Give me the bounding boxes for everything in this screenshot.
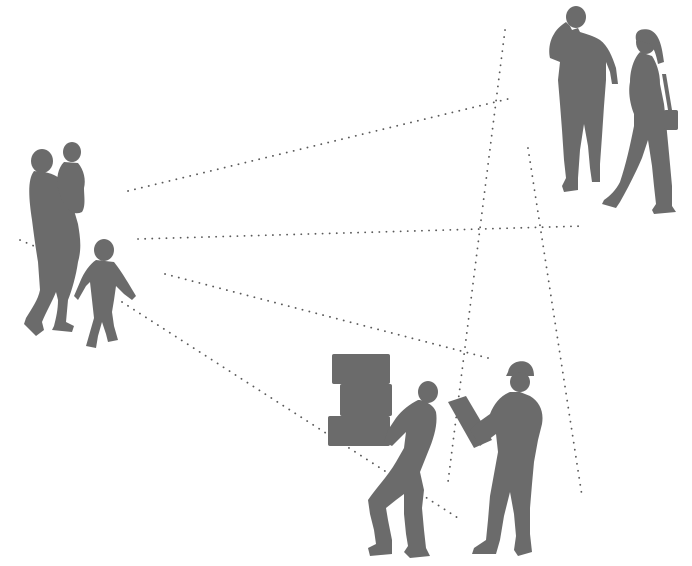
family-group — [24, 142, 136, 348]
box-bottom — [328, 416, 390, 446]
man-body — [549, 22, 618, 192]
worker-carrying-boxes-silhouette — [328, 354, 438, 558]
inspector-head — [510, 372, 530, 392]
inspector-body — [470, 392, 543, 556]
man-on-phone-silhouette — [549, 6, 618, 192]
walking-child-body — [74, 260, 136, 348]
line-family-to-couple-lower — [138, 226, 584, 239]
walking-child-head — [94, 239, 114, 261]
handbag — [664, 110, 678, 130]
carrier-head — [418, 381, 438, 403]
line-family-to-couple-upper — [128, 98, 512, 191]
worker-with-clipboard-silhouette — [448, 361, 543, 556]
line-family-to-workers-upper — [165, 274, 488, 358]
woman-with-handbag-silhouette — [602, 29, 678, 214]
man-head — [566, 6, 586, 28]
adult-carrying-child-silhouette — [24, 142, 85, 336]
line-family-left-stub — [20, 240, 34, 246]
box-top — [332, 354, 390, 384]
adult-head — [31, 149, 53, 173]
box-middle — [340, 384, 392, 416]
couple-group — [549, 6, 678, 214]
child-held-head — [63, 142, 81, 162]
walking-child-silhouette — [74, 239, 136, 348]
